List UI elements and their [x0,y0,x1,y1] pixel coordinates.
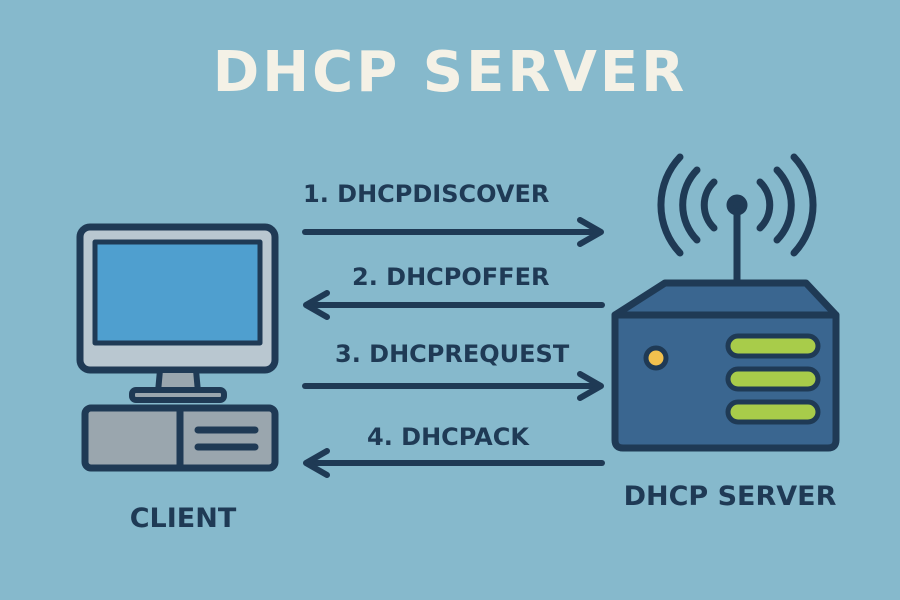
signal-wave-left-middle [679,166,701,244]
client-label: CLIENT [130,503,237,534]
step-label-2: 2. DHCPOFFER [352,263,549,291]
client-computer-icon [76,223,279,472]
diagram-title: DHCP SERVER [212,40,688,105]
server-vent-1 [725,333,821,359]
monitor-base [129,387,227,403]
message-flow [302,217,605,478]
server-device-icon [611,153,840,452]
server-status-led [643,345,669,371]
step-label-4: 4. DHCPACK [367,423,530,451]
signal-wave-left-inner [700,178,718,232]
step-label-3: 3. DHCPREQUEST [335,340,570,368]
monitor-screen [92,239,263,346]
antenna-tip [726,194,748,216]
server-vent-2 [725,366,821,392]
signal-wave-left-outer [657,153,684,257]
signal-wave-right-outer [790,153,817,257]
signal-wave-right-inner [756,178,774,232]
signal-wave-right-middle [773,166,795,244]
server-label: DHCP SERVER [624,481,837,512]
step-label-1: 1. DHCPDISCOVER [303,180,549,208]
server-vent-3 [725,399,821,425]
